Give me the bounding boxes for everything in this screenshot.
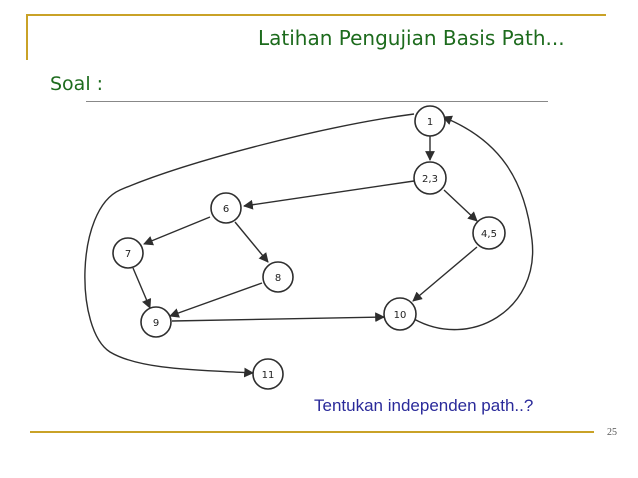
bottom-accent-line	[30, 431, 594, 433]
edge-9-to-10	[171, 312, 385, 323]
node-7: 7	[112, 237, 144, 269]
node-9: 9	[140, 306, 172, 338]
node-6-label: 6	[223, 204, 229, 215]
node-6: 6	[210, 192, 242, 224]
top-accent-line	[28, 14, 606, 16]
node-2,3: 2,3	[413, 161, 447, 195]
node-8: 8	[262, 261, 294, 293]
edges	[84, 113, 534, 378]
edge-6-to-7	[143, 216, 211, 246]
edge-2,3-to-6	[243, 180, 415, 210]
node-11: 11	[252, 358, 284, 390]
node-10: 10	[383, 297, 417, 331]
page-number: 25	[607, 427, 617, 438]
question-text: Tentukan independen path..?	[314, 396, 534, 415]
node-9-label: 9	[153, 318, 159, 329]
edge-2,3-to-4,5	[443, 189, 478, 222]
divider-line	[86, 101, 548, 102]
section-label: Soal :	[50, 73, 104, 95]
node-2,3-label: 2,3	[422, 174, 438, 185]
node-4,5: 4,5	[472, 216, 506, 250]
node-11-label: 11	[262, 370, 275, 381]
node-7-label: 7	[125, 249, 131, 260]
nodes: 1 2,3 4,5 6 7 8 9 10	[112, 105, 506, 390]
edge-1-to-11	[84, 113, 415, 378]
node-4,5-label: 4,5	[481, 229, 497, 240]
edge-8-to-9	[169, 282, 263, 318]
edge-7-to-9	[132, 267, 152, 309]
slide-title: Latihan Pengujian Basis Path...	[258, 26, 565, 50]
edge-6-to-8	[234, 221, 269, 263]
node-1-label: 1	[427, 117, 433, 128]
node-10-label: 10	[394, 310, 407, 321]
left-accent-line	[26, 14, 28, 60]
node-8-label: 8	[275, 273, 281, 284]
edge-10-to-1	[413, 115, 534, 331]
edge-4,5-to-10	[412, 246, 478, 302]
node-1: 1	[414, 105, 446, 137]
